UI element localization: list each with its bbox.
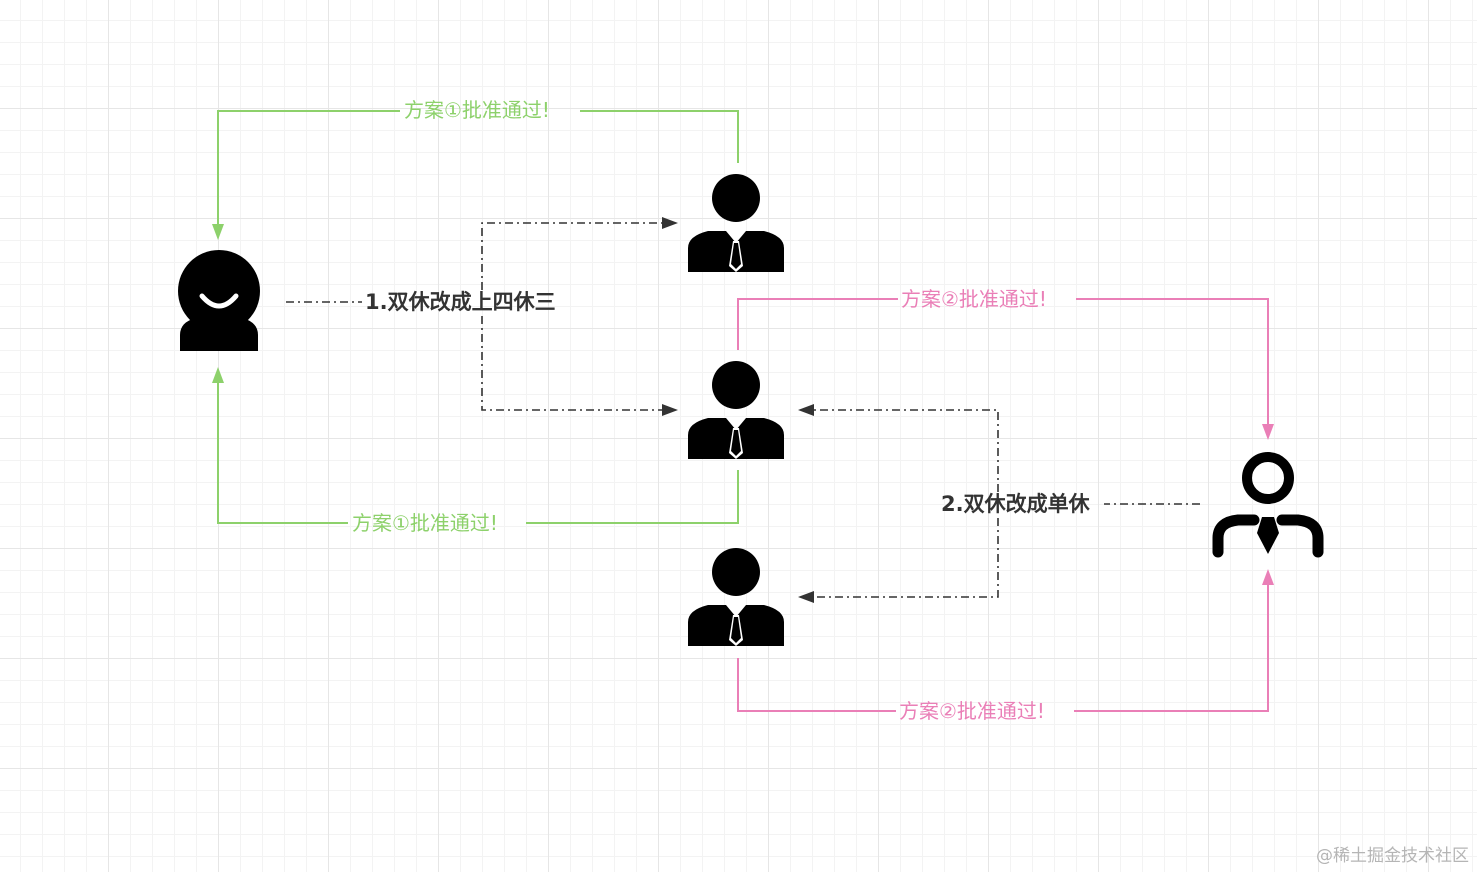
arrow-head-proposal2-middle [798, 404, 814, 416]
manager-icon [1212, 452, 1324, 558]
edge-label-approve1-top: 方案①批准通过! [404, 98, 550, 122]
businessman-icon [688, 174, 784, 272]
arrow-head-green-bottom [212, 367, 224, 383]
arrow-head-pink-top [1262, 424, 1274, 440]
arrow-head-proposal1-top [662, 217, 678, 229]
edge-approve2-top [737, 298, 1269, 428]
edge-approve1-top [217, 110, 739, 228]
businessman-icon [688, 361, 784, 459]
edge-label-proposal1: 1.双休改成上四休三 [365, 290, 556, 314]
arrow-head-green-top [212, 224, 224, 240]
edge-approve2-bottom [737, 580, 1269, 712]
arrow-head-pink-bottom [1262, 569, 1274, 585]
watermark: @稀土掘金技术社区 [1316, 846, 1469, 866]
edge-proposal1 [286, 222, 664, 411]
edge-approve1-bottom [217, 378, 739, 524]
edge-proposal2 [812, 409, 1200, 598]
edge-label-proposal2: 2.双休改成单休 [941, 492, 1090, 516]
edge-label-approve2-top: 方案②批准通过! [901, 287, 1047, 311]
edge-label-approve2-bottom: 方案②批准通过! [899, 699, 1045, 723]
edge-label-approve1-bottom: 方案①批准通过! [352, 511, 498, 535]
arrow-head-proposal1-middle [662, 404, 678, 416]
arrow-head-proposal2-bottom [798, 591, 814, 603]
businessman-icon [688, 548, 784, 646]
smiling-user-icon [178, 250, 260, 351]
